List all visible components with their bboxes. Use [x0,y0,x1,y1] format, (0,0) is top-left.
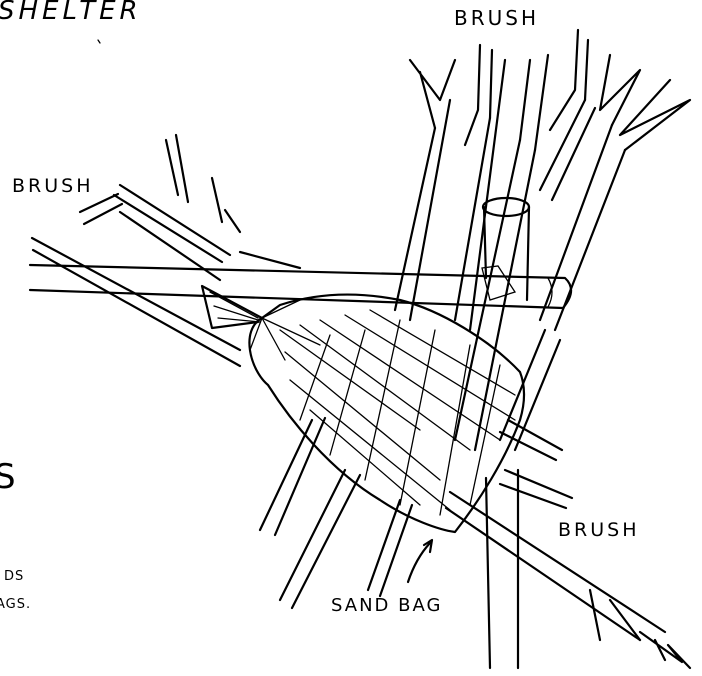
brush-branches-top [395,30,690,450]
cropped-text-fragment-ds: DS [4,569,24,584]
sandbag-arrow [408,540,432,582]
brush-branches-left [80,135,300,280]
brush-label-left: BRUSH [12,175,94,197]
pen-dot [98,40,100,43]
brush-label-right: BRUSH [558,519,640,541]
cropped-text-fragment-ags: AGS. [0,597,31,612]
cropped-text-fragment-s: S [0,457,16,497]
sand-bag-label: SAND BAG [331,595,442,616]
brush-label-top: BRUSH [454,6,539,30]
title-label: SHELTER [0,0,142,26]
sand-bag [202,286,524,532]
horizontal-pole [30,265,571,308]
